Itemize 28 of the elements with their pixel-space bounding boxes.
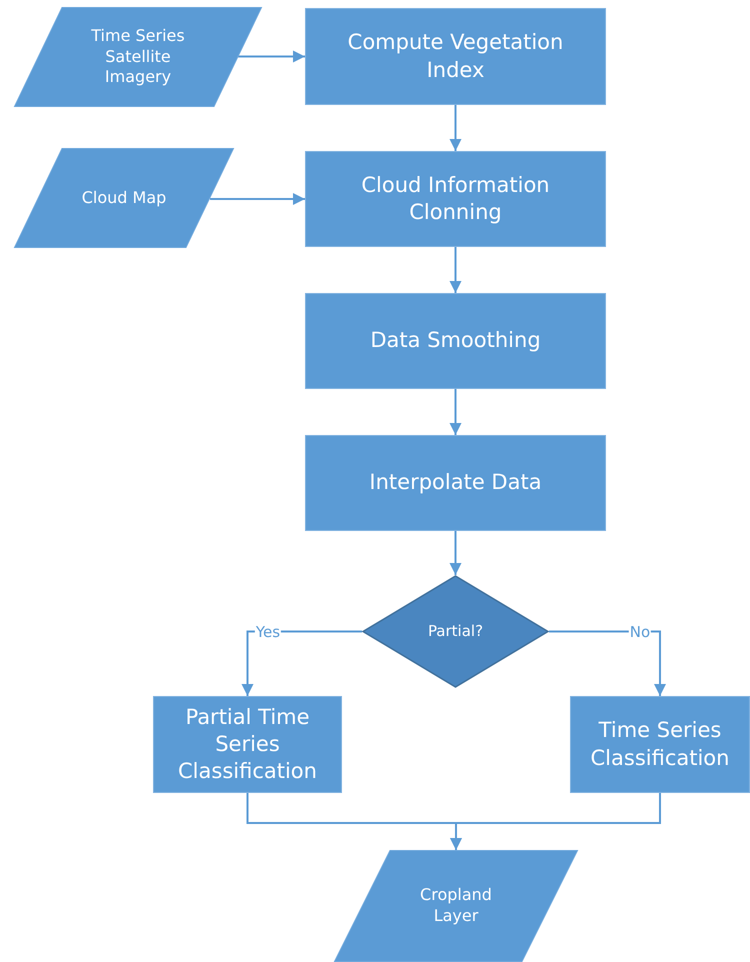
arrow xyxy=(549,630,666,696)
process-box xyxy=(305,435,606,531)
arrow xyxy=(238,50,305,62)
process-box xyxy=(305,151,606,247)
node-label: Compute Vegetation Index xyxy=(346,29,564,84)
process-box xyxy=(153,696,342,793)
arrow xyxy=(450,389,462,435)
node-label: Cloud Information Clonning xyxy=(360,172,551,226)
decision-diamond xyxy=(362,575,549,688)
node-label: Cloud Map xyxy=(82,188,166,208)
data-parallelogram xyxy=(14,7,262,107)
data-parallelogram xyxy=(14,148,234,248)
process-box xyxy=(305,8,606,105)
node-label: Data Smoothing xyxy=(370,327,541,354)
arrow xyxy=(450,793,661,850)
process-box xyxy=(570,696,750,793)
node-label: Partial? xyxy=(428,622,484,642)
node-label: Time Series Satellite Imagery xyxy=(90,26,186,88)
process-box xyxy=(305,293,606,389)
arrow xyxy=(210,193,305,205)
data-parallelogram xyxy=(334,850,578,962)
arrow xyxy=(450,105,462,151)
arrow xyxy=(450,247,462,293)
node-label: Cropland Layer xyxy=(419,885,493,927)
node-label: Partial Time Series Classification xyxy=(177,704,318,786)
node-label: Time Series Classification xyxy=(590,717,730,772)
node-label: Interpolate Data xyxy=(369,469,542,496)
arrow xyxy=(450,531,462,575)
